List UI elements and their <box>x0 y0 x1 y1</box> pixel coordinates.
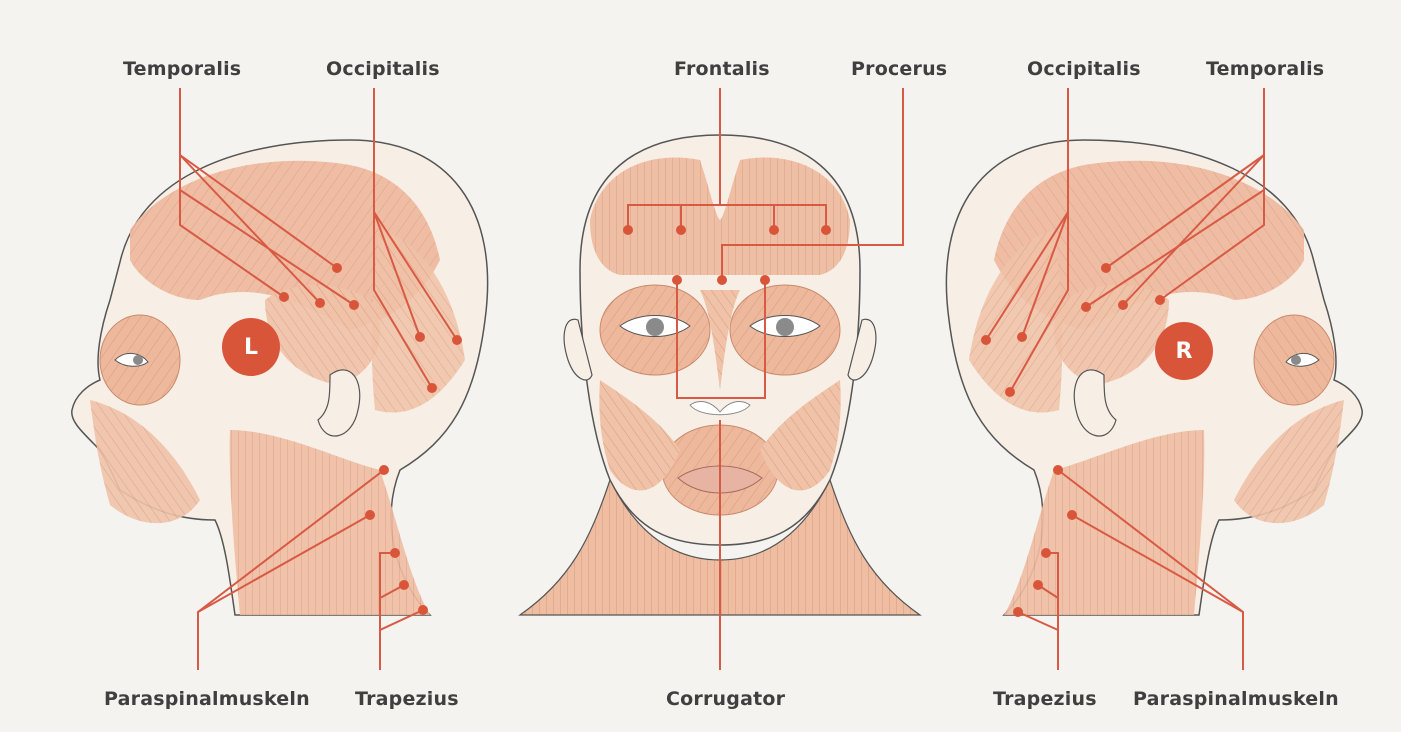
dot-corrugator-2 <box>760 275 770 285</box>
dot-right-paraspinal-1 <box>1053 465 1063 475</box>
label-corrugator: Corrugator <box>666 688 785 710</box>
left-side-badge: L <box>222 318 280 376</box>
dot-left-temporalis-3 <box>332 263 342 273</box>
label-left-trapezius: Trapezius <box>355 688 459 710</box>
dot-right-temporalis-4 <box>1081 302 1091 312</box>
dot-right-temporalis-2 <box>1118 300 1128 310</box>
label-right-temporalis: Temporalis <box>1206 58 1324 80</box>
label-frontalis: Frontalis <box>674 58 770 80</box>
dot-right-paraspinal-2 <box>1067 510 1077 520</box>
dot-frontalis-1 <box>623 225 633 235</box>
dot-right-occipitalis-2 <box>1017 332 1027 342</box>
dot-left-trapezius-3 <box>418 605 428 615</box>
dot-corrugator-1 <box>672 275 682 285</box>
dot-left-trapezius-2 <box>399 580 409 590</box>
dot-right-occipitalis-1 <box>1005 387 1015 397</box>
dot-left-paraspinal-1 <box>379 465 389 475</box>
dot-right-trapezius-1 <box>1041 548 1051 558</box>
dot-right-temporalis-1 <box>1155 295 1165 305</box>
dot-right-occipitalis-3 <box>981 335 991 345</box>
label-right-paraspinal: Paraspinalmuskeln <box>1133 688 1339 710</box>
dot-frontalis-3 <box>769 225 779 235</box>
dot-right-temporalis-3 <box>1101 263 1111 273</box>
label-right-trapezius: Trapezius <box>993 688 1097 710</box>
label-right-occipitalis: Occipitalis <box>1027 58 1141 80</box>
dot-left-temporalis-2 <box>315 298 325 308</box>
dot-left-paraspinal-2 <box>365 510 375 520</box>
dot-left-occipitalis-1 <box>415 332 425 342</box>
dot-left-occipitalis-3 <box>427 383 437 393</box>
dot-left-temporalis-1 <box>279 292 289 302</box>
label-left-temporalis: Temporalis <box>123 58 241 80</box>
dot-left-temporalis-4 <box>349 300 359 310</box>
dot-procerus <box>717 275 727 285</box>
right-side-badge: R <box>1155 322 1213 380</box>
dot-frontalis-4 <box>821 225 831 235</box>
label-left-occipitalis: Occipitalis <box>326 58 440 80</box>
dot-left-occipitalis-2 <box>452 335 462 345</box>
dot-left-trapezius-1 <box>390 548 400 558</box>
label-left-paraspinal: Paraspinalmuskeln <box>104 688 310 710</box>
label-procerus: Procerus <box>851 58 947 80</box>
dot-right-trapezius-2 <box>1033 580 1043 590</box>
dot-frontalis-2 <box>676 225 686 235</box>
dot-right-trapezius-3 <box>1013 607 1023 617</box>
